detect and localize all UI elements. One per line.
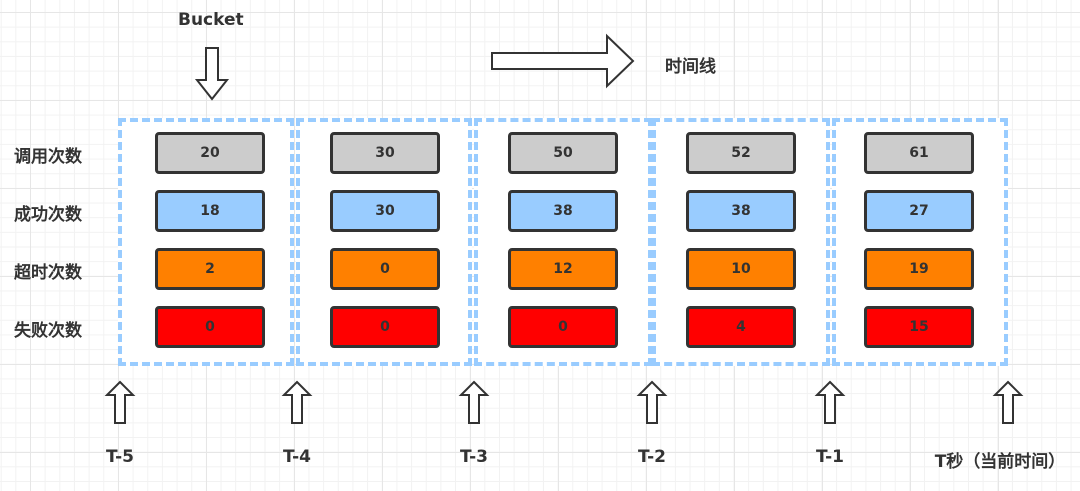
time-marker-up-arrow-icon xyxy=(104,380,136,424)
cell-failure: 4 xyxy=(686,306,796,348)
time-marker-up-arrow-icon xyxy=(814,380,846,424)
cell-success: 27 xyxy=(864,190,974,232)
row-label-calls: 调用次数 xyxy=(14,147,82,167)
cell-calls: 61 xyxy=(864,132,974,174)
cell-timeout: 19 xyxy=(864,248,974,290)
cell-success: 30 xyxy=(330,190,440,232)
cell-calls: 50 xyxy=(508,132,618,174)
cell-failure: 0 xyxy=(155,306,265,348)
cell-calls: 30 xyxy=(330,132,440,174)
cell-timeout: 12 xyxy=(508,248,618,290)
cell-success: 38 xyxy=(508,190,618,232)
cell-failure: 0 xyxy=(330,306,440,348)
time-marker-label: T-1 xyxy=(816,447,844,467)
time-marker-label: T-5 xyxy=(106,447,134,467)
time-marker-up-arrow-icon xyxy=(992,380,1024,424)
time-marker-label: T秒（当前时间） xyxy=(934,452,1066,472)
row-label-failure: 失败次数 xyxy=(14,321,82,341)
cell-failure: 15 xyxy=(864,306,974,348)
cell-timeout: 0 xyxy=(330,248,440,290)
time-marker-up-arrow-icon xyxy=(281,380,313,424)
bucket-down-arrow-icon xyxy=(194,47,230,101)
cell-success: 18 xyxy=(155,190,265,232)
cell-success: 38 xyxy=(686,190,796,232)
bucket-label: Bucket xyxy=(178,10,244,30)
row-label-success: 成功次数 xyxy=(14,205,82,225)
time-marker-up-arrow-icon xyxy=(458,380,490,424)
cell-calls: 52 xyxy=(686,132,796,174)
timeline-label: 时间线 xyxy=(665,57,716,77)
time-marker-label: T-3 xyxy=(460,447,488,467)
time-marker-up-arrow-icon xyxy=(636,380,668,424)
cell-calls: 20 xyxy=(155,132,265,174)
cell-timeout: 2 xyxy=(155,248,265,290)
time-marker-label: T-4 xyxy=(283,447,311,467)
row-label-timeout: 超时次数 xyxy=(14,263,82,283)
time-marker-label: T-2 xyxy=(638,447,666,467)
cell-timeout: 10 xyxy=(686,248,796,290)
cell-failure: 0 xyxy=(508,306,618,348)
timeline-right-arrow-icon xyxy=(491,33,635,89)
